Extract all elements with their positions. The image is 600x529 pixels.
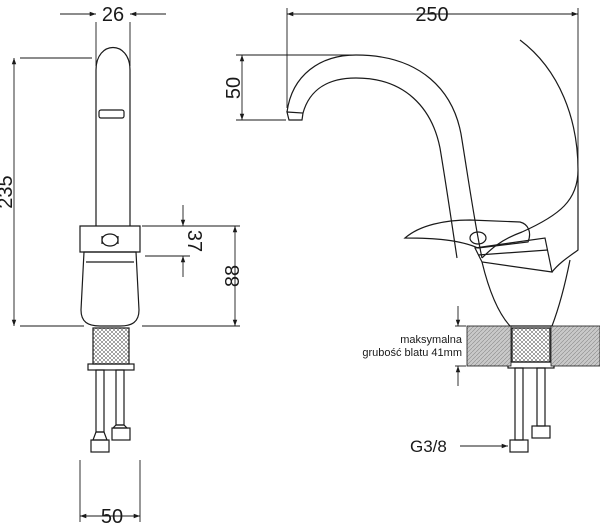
- dim-front-height-total: 235: [0, 175, 17, 208]
- side-base-plate: [507, 361, 555, 369]
- front-hose-nut-right: [111, 427, 131, 441]
- note-worktop-line1: maksymalna: [400, 334, 463, 346]
- front-aerator: [98, 109, 125, 119]
- dim-side-spout-height: 50: [223, 77, 245, 99]
- worktop: [466, 325, 600, 367]
- side-dimensions: [236, 8, 579, 449]
- dim-base-width: 50: [101, 506, 123, 528]
- side-hose-right: [536, 367, 546, 427]
- side-spout-arc-inner: [302, 77, 458, 259]
- dim-lever-height: 37: [183, 230, 205, 252]
- side-threaded-stud: [511, 327, 551, 363]
- front-dimensions: [11, 11, 240, 522]
- side-view: [286, 39, 579, 453]
- side-spout-tip: [286, 111, 304, 121]
- dim-front-width-top: 26: [102, 4, 124, 26]
- front-view: [79, 46, 141, 453]
- front-hose-nut-left: [90, 439, 110, 453]
- side-spout-arc: [286, 54, 483, 259]
- front-spout-tube: [95, 46, 131, 226]
- front-lever-notch: [101, 236, 119, 244]
- note-worktop-line2: grubość blatu 41mm: [362, 347, 462, 359]
- front-hose-right: [115, 369, 125, 426]
- front-body: [80, 251, 140, 327]
- side-lower-body: [481, 259, 571, 327]
- side-hose-nut-right: [531, 425, 551, 439]
- dim-body-height: 88: [222, 265, 244, 287]
- side-hose-left: [514, 367, 524, 441]
- front-lever: [79, 225, 141, 253]
- front-hose-left: [95, 369, 105, 433]
- side-hose-nut-left: [509, 439, 529, 453]
- dim-side-spout-reach: 250: [415, 4, 448, 26]
- side-lever: [403, 219, 531, 249]
- front-threaded-stud: [92, 327, 130, 365]
- front-lever-knob: [101, 233, 119, 247]
- note-connection-thread: G3/8: [410, 437, 447, 456]
- front-base-plate: [87, 363, 135, 371]
- side-lever-knob: [469, 231, 487, 245]
- side-body-profile: [481, 39, 579, 273]
- side-cartridge: [474, 237, 553, 273]
